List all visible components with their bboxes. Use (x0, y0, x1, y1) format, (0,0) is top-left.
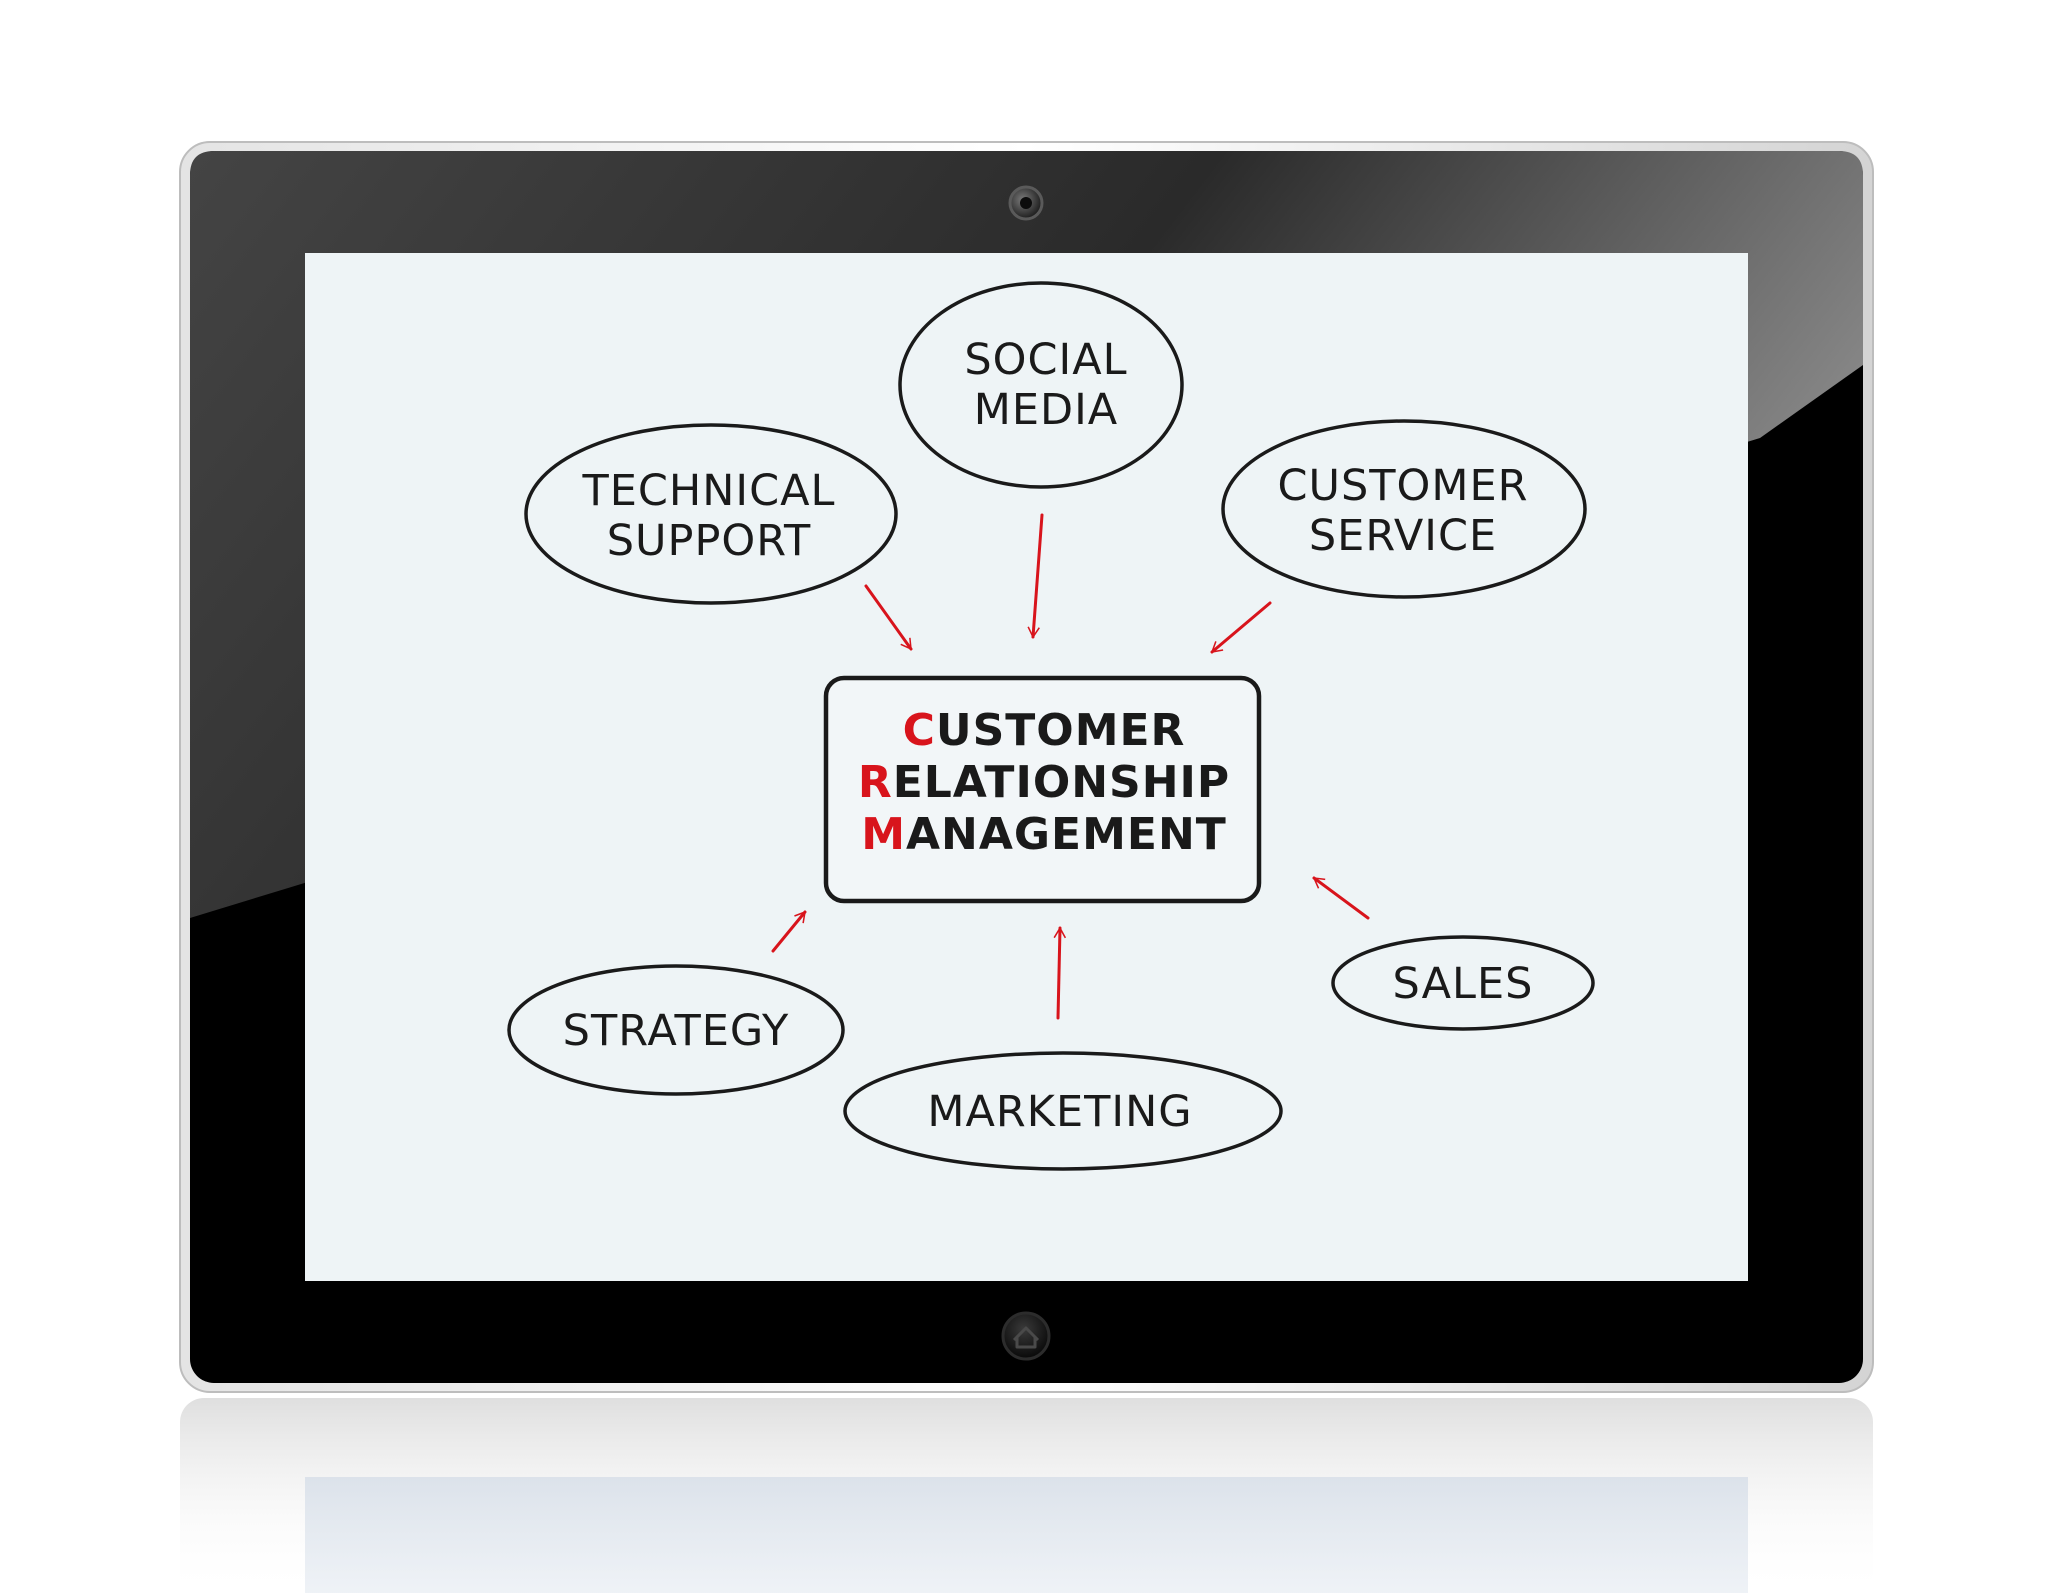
node-social-media-line-1: SOCIAL (964, 335, 1127, 385)
node-social-media: SOCIAL MEDIA (898, 281, 1184, 489)
node-sales: SALES (1331, 935, 1595, 1031)
node-technical-support-line-2: SUPPORT (607, 516, 812, 566)
crm-initial-r: R (858, 757, 893, 808)
home-button[interactable] (1001, 1311, 1051, 1361)
node-marketing-line-1: MARKETING (927, 1087, 1192, 1137)
node-social-media-line-2: MEDIA (974, 385, 1118, 435)
arrow-customer-service (1210, 601, 1272, 654)
node-technical-support: TECHNICAL SUPPORT (524, 423, 898, 605)
arrow-marketing (1053, 926, 1067, 1020)
arrow-strategy (771, 910, 807, 953)
crm-initial-c: C (903, 705, 936, 756)
center-line-management: MANAGEMENT (861, 809, 1227, 860)
crm-initial-m: M (861, 809, 906, 860)
crm-diagram: CUSTOMER RELATIONSHIP MANAGEMENT SOCIAL … (507, 281, 1595, 1171)
arrow-technical-support (864, 584, 913, 651)
node-customer-service-line-1: CUSTOMER (1277, 461, 1528, 511)
node-strategy: STRATEGY (507, 964, 845, 1096)
node-customer-service-line-2: SERVICE (1309, 511, 1497, 561)
center-node: CUSTOMER RELATIONSHIP MANAGEMENT (823, 675, 1262, 904)
node-sales-line-1: SALES (1393, 959, 1534, 1009)
center-line-customer: CUSTOMER (903, 705, 1186, 756)
home-icon (1012, 1326, 1040, 1349)
node-customer-service: CUSTOMER SERVICE (1221, 419, 1587, 599)
arrow-social-media (1027, 513, 1044, 639)
diagram-arrows (771, 513, 1370, 1020)
node-marketing: MARKETING (843, 1051, 1283, 1171)
node-technical-support-line-1: TECHNICAL (581, 466, 835, 516)
arrow-sales (1312, 876, 1370, 920)
center-line-relationship: RELATIONSHIP (858, 757, 1230, 808)
tablet-reflection (180, 1398, 1873, 1593)
node-strategy-line-1: STRATEGY (563, 1006, 790, 1056)
